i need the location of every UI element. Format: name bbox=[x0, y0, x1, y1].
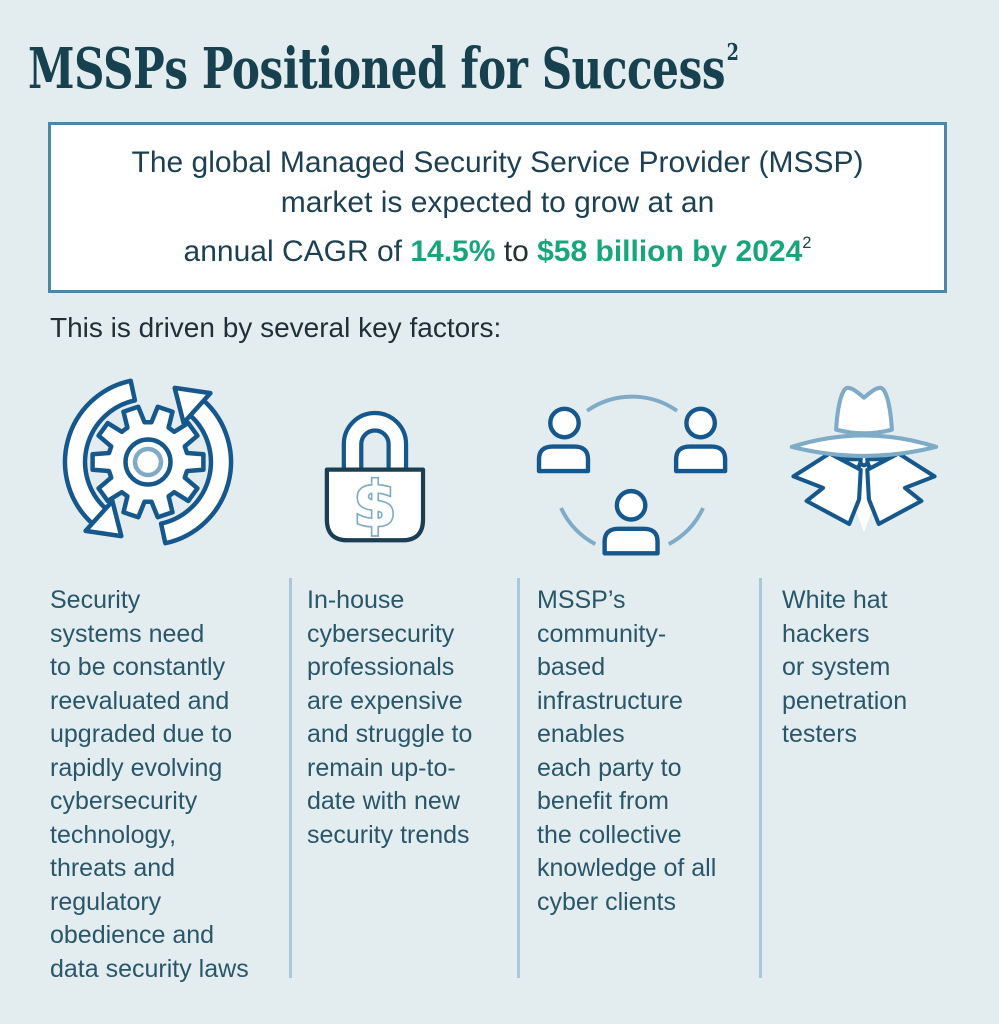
dollar-sign: $ bbox=[353, 468, 396, 541]
factor-text-community-infrastructure: MSSP’s community- based infrastructure e… bbox=[537, 586, 717, 916]
callout-footnote-marker: 2 bbox=[802, 234, 812, 252]
page-title-text: MSSPs Positioned for Success bbox=[28, 36, 726, 102]
gear bbox=[90, 404, 206, 520]
person-figures bbox=[536, 406, 728, 556]
refresh-gear-icon bbox=[62, 378, 234, 546]
hat-brim bbox=[789, 433, 939, 458]
dollar-padlock-icon: $ bbox=[324, 410, 426, 543]
connection-arcs bbox=[559, 394, 705, 546]
lock-body bbox=[324, 467, 426, 543]
stat-callout-box: The global Managed Security Service Prov… bbox=[48, 122, 947, 293]
column-divider bbox=[759, 578, 762, 978]
lock-shackle bbox=[341, 410, 409, 474]
stat-market-size: $58 billion by 2024 bbox=[537, 235, 803, 268]
column-divider bbox=[289, 578, 292, 978]
factor-text-white-hat: White hat hackers or system penetration … bbox=[782, 586, 908, 748]
intro-text: This is driven by several key factors: bbox=[50, 312, 502, 343]
hat-crown bbox=[834, 385, 894, 436]
title-footnote-marker: 2 bbox=[726, 38, 739, 66]
column-divider bbox=[517, 578, 520, 978]
callout-line-1: The global Managed Security Service Prov… bbox=[131, 146, 864, 179]
callout-line-3: annual CAGR of 14.5% to $58 billion by 2… bbox=[51, 223, 944, 272]
factor-text-inhouse-cost: In-house cybersecurity professionals are… bbox=[307, 586, 473, 849]
factor-text-security-systems: Security systems need to be constantly r… bbox=[50, 586, 249, 983]
coat-collar bbox=[791, 451, 937, 527]
refresh-arrows bbox=[62, 378, 234, 546]
callout-connector: to bbox=[495, 235, 538, 268]
stat-cagr: 14.5% bbox=[410, 235, 496, 268]
callout-line-3-prefix: annual CAGR of bbox=[183, 235, 411, 268]
callout-line-2: market is expected to grow at an bbox=[280, 186, 715, 219]
white-hat-hacker-icon bbox=[789, 385, 939, 533]
page-title: MSSPs Positioned for Success2 bbox=[28, 36, 739, 102]
community-icon bbox=[536, 394, 728, 556]
